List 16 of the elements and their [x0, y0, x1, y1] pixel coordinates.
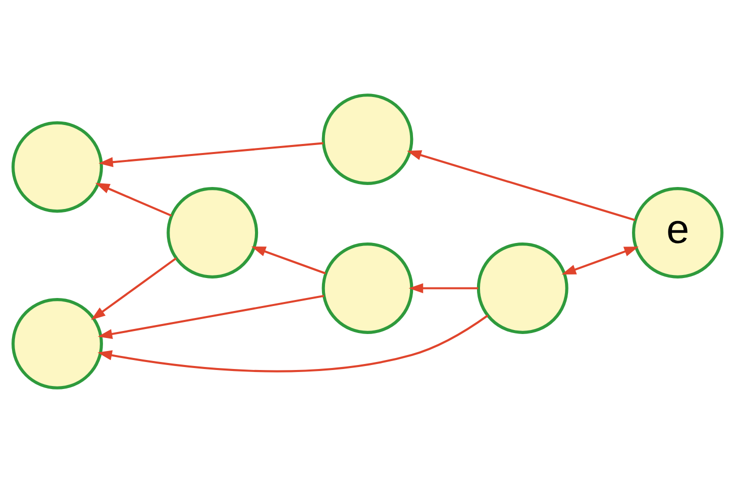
node-circle [322, 242, 414, 334]
arrow [90, 257, 177, 320]
arrow [251, 246, 326, 274]
arrow [98, 314, 488, 372]
node-circle [476, 242, 568, 334]
node-circle [12, 298, 103, 390]
node-circle: e [632, 187, 724, 278]
arrow [408, 283, 478, 294]
arrow [98, 294, 324, 340]
arrow [95, 182, 172, 217]
node-circle [322, 94, 414, 185]
arrow [98, 142, 324, 168]
arrow [562, 246, 639, 274]
arrow [406, 150, 636, 222]
node-circle [12, 121, 103, 213]
node-circle [166, 187, 258, 278]
